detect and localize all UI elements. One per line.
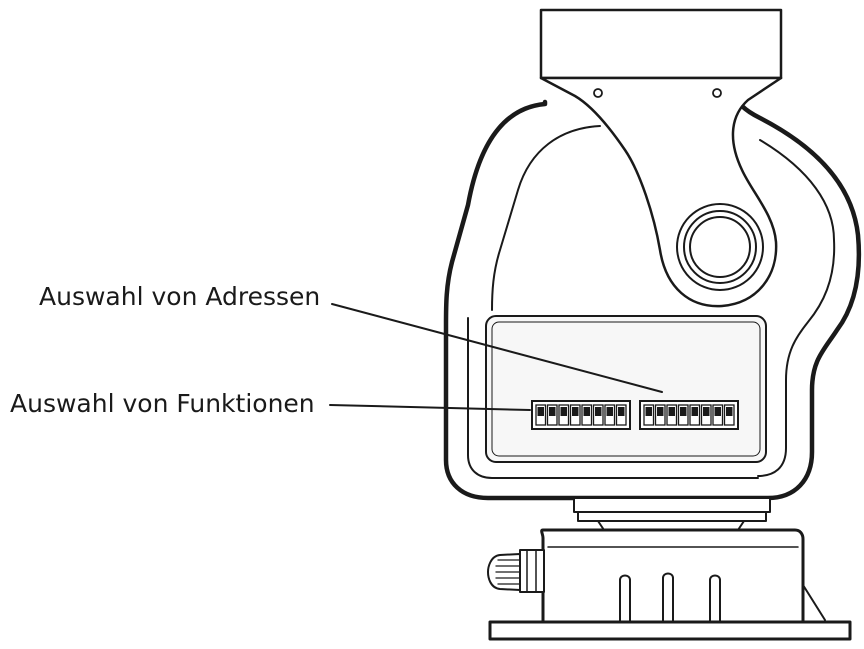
- dip-function-switch-knob-4: [572, 407, 579, 416]
- leader-line-function: [329, 404, 531, 411]
- dip-address-body: [639, 400, 739, 430]
- base-flange-plate: [488, 620, 852, 641]
- tilt-pivot-inner: [689, 216, 751, 278]
- dip-function-body: [531, 400, 631, 430]
- base-flange-fin: [802, 584, 826, 621]
- dip-address-switch-knob-4: [680, 407, 687, 416]
- dip-switch-bank-function: [531, 400, 631, 430]
- dip-address-switch-knob-7: [714, 407, 721, 416]
- dip-function-switch-knob-5: [583, 407, 590, 416]
- housing-inner: [491, 125, 601, 311]
- dip-function-switch-knob-7: [606, 407, 613, 416]
- leader-line-address: [331, 303, 663, 393]
- top-mount-block: [539, 8, 783, 80]
- switch-panel-inner: [491, 321, 761, 457]
- pan-neck-upper: [573, 497, 771, 513]
- tilt-pivot-outer: [676, 203, 764, 291]
- dip-switch-bank-address: [639, 400, 739, 430]
- cable-gland-nut: [519, 549, 545, 593]
- dip-address-switch-knob-6: [703, 407, 710, 416]
- housing-inner-bottom: [467, 317, 759, 479]
- arm-screw-left: [593, 88, 603, 98]
- callout-function-selection: Auswahl von Funktionen: [10, 389, 315, 418]
- tilt-pivot-mid: [683, 210, 757, 284]
- dip-address-switch-knob-8: [726, 407, 733, 416]
- dip-address-switch-knob-2: [657, 407, 664, 416]
- switch-panel: [485, 315, 767, 463]
- base-slot-mid: [662, 572, 674, 623]
- callout-address-selection: Auswahl von Adressen: [39, 282, 321, 311]
- dip-function-switch-knob-1: [537, 407, 544, 416]
- dip-function-switch-knob-6: [595, 407, 602, 416]
- dip-function-switch-knob-3: [560, 407, 567, 416]
- tilt-arm: [539, 76, 783, 308]
- housing-inner-right: [757, 139, 836, 477]
- base-slot-right: [709, 574, 721, 623]
- arm-screw-right: [712, 88, 722, 98]
- pan-neck-lower: [577, 511, 767, 522]
- dip-function-switch-knob-2: [549, 407, 556, 416]
- dip-address-switch-knob-3: [668, 407, 675, 416]
- dip-function-switch-knob-8: [618, 407, 625, 416]
- dip-address-switch-knob-1: [645, 407, 652, 416]
- dip-address-switch-knob-5: [691, 407, 698, 416]
- base-slot-left: [619, 574, 631, 623]
